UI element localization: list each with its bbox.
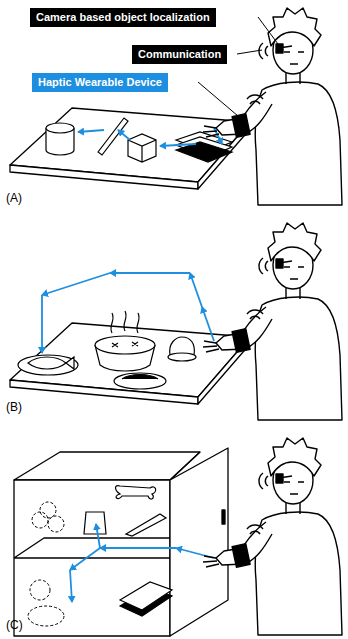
apple (32, 512, 48, 528)
apple (48, 516, 64, 532)
leader-line (258, 17, 278, 44)
fish (28, 357, 74, 369)
arrow (70, 570, 72, 602)
arrow (70, 548, 100, 570)
guidance-arrows (78, 128, 222, 146)
cube-edge (128, 140, 156, 162)
panel-label: (A) (6, 191, 22, 205)
panel-b (10, 223, 342, 420)
dish (114, 373, 166, 389)
arrow (160, 144, 196, 146)
leader-line (237, 50, 262, 54)
arrow (96, 524, 100, 548)
arrow (41, 295, 43, 353)
node-text: Camera based object localization (36, 11, 210, 24)
bowl-base (168, 353, 196, 361)
cabinet-door (170, 448, 228, 636)
arrow (100, 547, 176, 549)
steam (111, 311, 139, 333)
rice-bowl (170, 337, 195, 355)
cube (128, 134, 156, 162)
node-text: Haptic Wearable Device (38, 76, 162, 89)
arrow (42, 273, 110, 295)
dish-food (122, 375, 158, 380)
arrow (78, 130, 104, 132)
user-figure (203, 438, 342, 635)
panel-c (14, 438, 342, 636)
apple (40, 502, 56, 518)
node-text: Communication (138, 48, 221, 61)
label-box: Camera based object localization (30, 8, 216, 27)
book (120, 582, 172, 610)
door-handle (222, 510, 225, 524)
user-figure (203, 223, 342, 420)
arrow (118, 130, 130, 140)
label-box: Communication (132, 45, 227, 64)
objects (28, 502, 64, 626)
arrow (202, 307, 214, 341)
highlight-box: Haptic Wearable Device (32, 73, 168, 92)
objects (18, 311, 196, 389)
pen (98, 118, 128, 155)
table (10, 108, 250, 189)
panel-a (10, 8, 342, 205)
objects (46, 118, 232, 162)
arrow (190, 273, 202, 307)
bone (116, 486, 156, 499)
pot-rim (95, 336, 155, 354)
cabinet-top (14, 452, 200, 480)
guidance-arrows (70, 524, 214, 602)
cabinet (14, 448, 228, 636)
table (10, 323, 250, 404)
guidance-arrows (42, 273, 214, 353)
arrow (110, 272, 190, 274)
leader-line (198, 82, 238, 116)
cup (84, 512, 106, 534)
panel-label: (C) (6, 618, 23, 632)
cylinder-top (46, 123, 74, 133)
stick (126, 514, 166, 536)
item (28, 606, 64, 626)
item (30, 580, 50, 600)
plate (18, 355, 78, 375)
pot-food (112, 342, 138, 347)
user-figure (203, 8, 342, 205)
panel-label: (B) (6, 400, 22, 414)
leader-lines (198, 17, 278, 116)
